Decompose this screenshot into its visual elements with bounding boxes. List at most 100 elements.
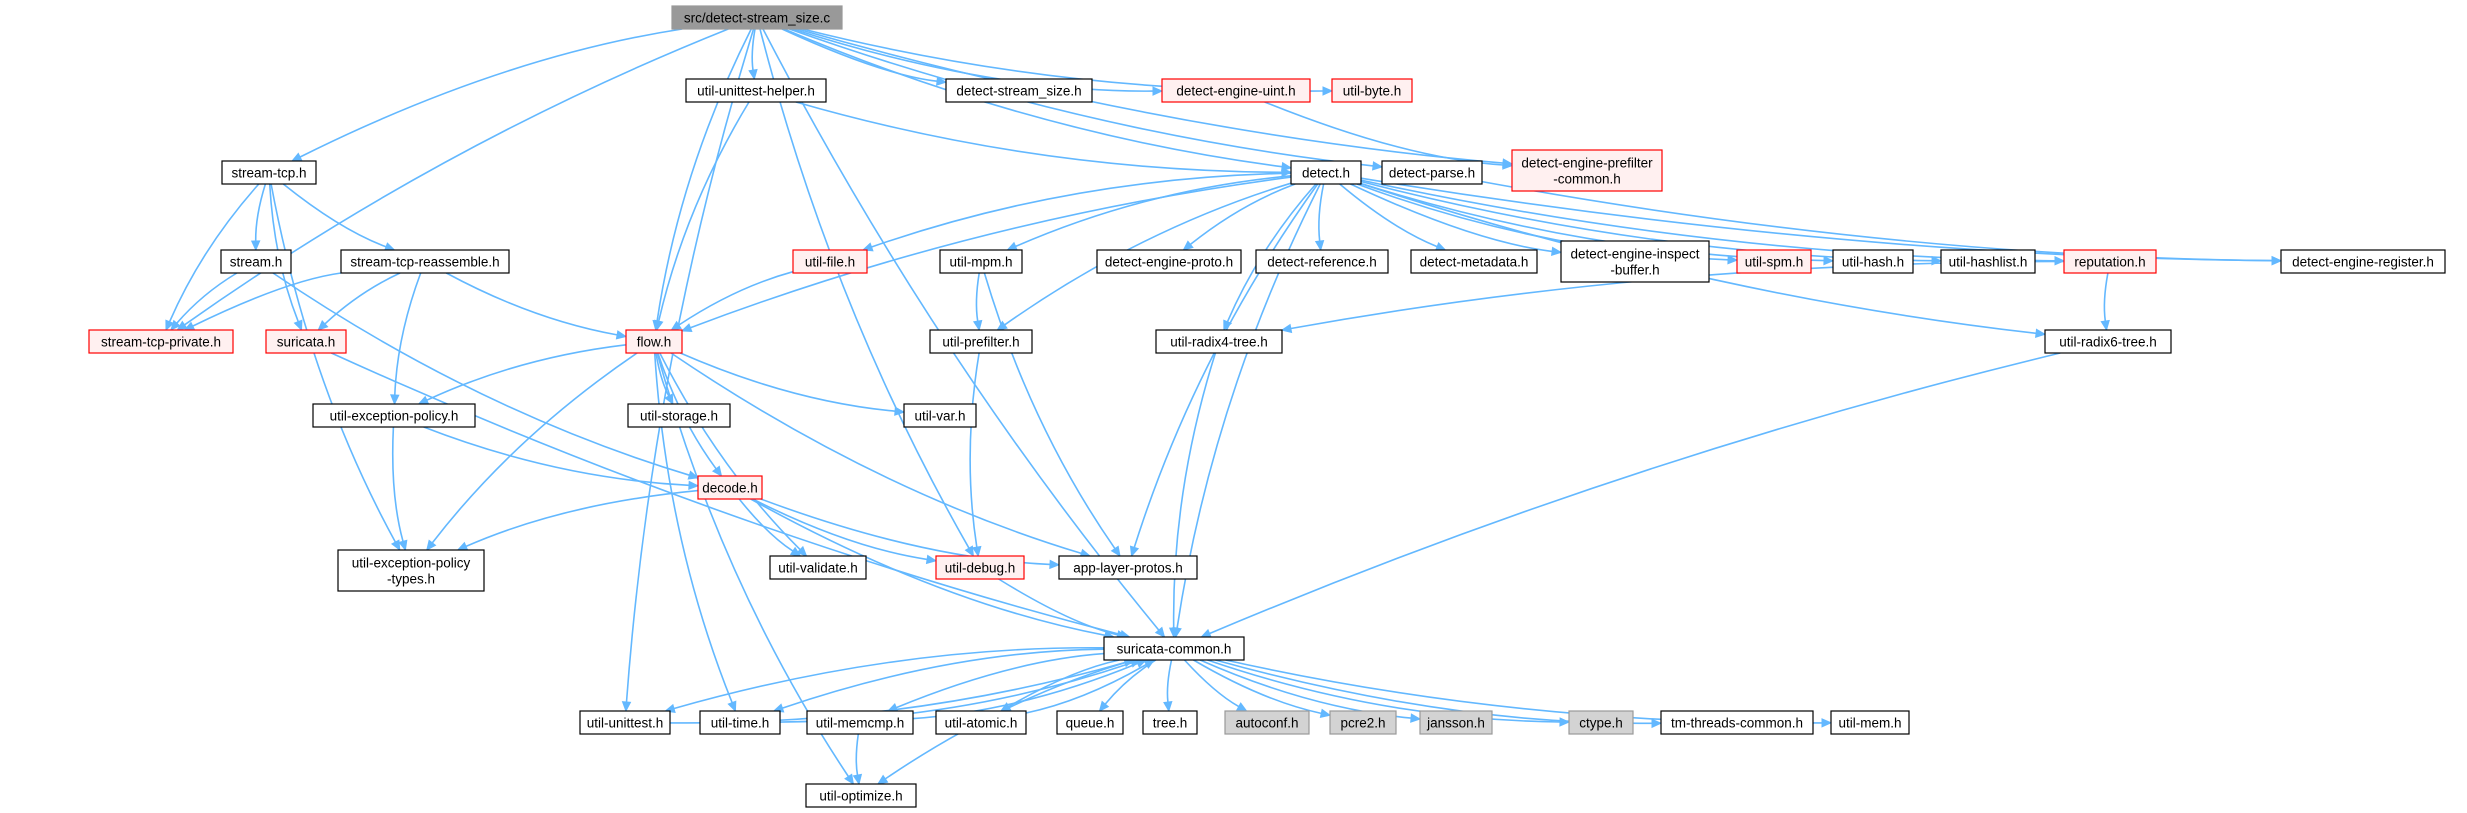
arrowhead-stream_tcp_reassemble-to-flow xyxy=(615,330,628,340)
node-stream-tcp[interactable]: stream-tcp.h xyxy=(221,160,317,185)
node-label: util-mpm.h xyxy=(949,255,1012,270)
edge-stream_tcp_reassemble-to-stream_tcp_private xyxy=(192,272,342,327)
arrowhead-flow-to-decode xyxy=(711,465,723,477)
node-label: util-optimize.h xyxy=(819,789,902,804)
node-label-line: detect-parse.h xyxy=(1389,166,1475,181)
node-label-line: autoconf.h xyxy=(1235,716,1298,731)
node-ctype[interactable]: ctype.h xyxy=(1568,710,1634,735)
node-util-time[interactable]: util-time.h xyxy=(699,710,781,735)
node-label-line: app-layer-protos.h xyxy=(1073,561,1183,576)
node-label: stream.h xyxy=(230,255,283,270)
node-util-storage[interactable]: util-storage.h xyxy=(627,403,731,428)
arrowhead-util_file-to-flow xyxy=(670,320,682,331)
node-stream-tcp-private[interactable]: stream-tcp-private.h xyxy=(88,329,234,354)
edge-suricata_common-to-util_optimize xyxy=(884,659,1135,780)
node-detect[interactable]: detect.h xyxy=(1290,160,1362,185)
arrowhead-detect-to-util_radix6_tree xyxy=(2035,328,2047,339)
node-label: pcre2.h xyxy=(1340,716,1385,731)
node-box xyxy=(935,710,1027,735)
node-stream[interactable]: stream.h xyxy=(220,249,292,274)
node-label-line: util-unittest.h xyxy=(587,716,664,731)
node-detect-stream-size[interactable]: detect-stream_size.h xyxy=(945,78,1093,103)
node-detect-engine-prefilter-common[interactable]: detect-engine-prefilter-common.h xyxy=(1511,149,1663,192)
node-box xyxy=(685,78,827,103)
node-label: util-hashlist.h xyxy=(1949,255,2028,270)
edge-flow-to-util_storage xyxy=(655,352,670,397)
node-util-mpm[interactable]: util-mpm.h xyxy=(939,249,1023,274)
node-util-mem[interactable]: util-mem.h xyxy=(1830,710,1910,735)
arrowhead-detect_engine_uint-to-detect_engine_prefilter_common xyxy=(1502,160,1514,170)
node-label-line: util-file.h xyxy=(805,255,855,270)
node-util-exception-policy-types[interactable]: util-exception-policy-types.h xyxy=(337,549,485,592)
arrowhead-suricata_common-to-tree xyxy=(1163,701,1173,713)
node-util-var[interactable]: util-var.h xyxy=(903,403,977,428)
node-jansson[interactable]: jansson.h xyxy=(1419,710,1493,735)
node-detect-parse[interactable]: detect-parse.h xyxy=(1381,160,1483,185)
node-box xyxy=(2063,249,2157,274)
node-suricata-common[interactable]: suricata-common.h xyxy=(1103,636,1245,661)
node-label-line: util-exception-policy.h xyxy=(330,409,459,424)
node-util-hashlist[interactable]: util-hashlist.h xyxy=(1940,249,2036,274)
arrowhead-decode-to-util_validate xyxy=(789,546,802,557)
node-label-line: reputation.h xyxy=(2074,255,2145,270)
arrowhead-detect-to-detect_engine_proto xyxy=(1182,240,1194,251)
node-stream-tcp-reassemble[interactable]: stream-tcp-reassemble.h xyxy=(340,249,510,274)
node-pcre2[interactable]: pcre2.h xyxy=(1329,710,1397,735)
node-box xyxy=(220,249,292,274)
edge-root-to-util_debug xyxy=(759,28,970,549)
node-reputation[interactable]: reputation.h xyxy=(2063,249,2157,274)
node-label-line: jansson.h xyxy=(1426,716,1485,731)
node-box xyxy=(1255,249,1389,274)
node-detect-engine-register[interactable]: detect-engine-register.h xyxy=(2280,249,2446,274)
node-label-line: detect-engine-uint.h xyxy=(1176,84,1295,99)
node-label: util-file.h xyxy=(805,255,855,270)
arrowhead-detect-to-detect_metadata xyxy=(1434,241,1447,251)
arrowhead-flow-to-util_exception_policy xyxy=(417,395,430,405)
node-util-byte[interactable]: util-byte.h xyxy=(1331,78,1413,103)
node-app-layer-protos[interactable]: app-layer-protos.h xyxy=(1058,555,1198,580)
node-util-exception-policy[interactable]: util-exception-policy.h xyxy=(312,403,476,428)
node-detect-engine-proto[interactable]: detect-engine-proto.h xyxy=(1096,249,1242,274)
node-util-prefilter[interactable]: util-prefilter.h xyxy=(929,329,1033,354)
arrowhead-stream-to-stream_tcp_private xyxy=(170,319,181,331)
node-label-line: pcre2.h xyxy=(1340,716,1385,731)
node-util-atomic[interactable]: util-atomic.h xyxy=(935,710,1027,735)
node-util-memcmp[interactable]: util-memcmp.h xyxy=(806,710,914,735)
arrowhead-suricata_common-to-ctype xyxy=(1559,717,1571,727)
arrowhead-stream_tcp_reassemble-to-util_exception_policy xyxy=(390,394,400,406)
node-flow[interactable]: flow.h xyxy=(625,329,683,354)
node-box xyxy=(1329,710,1397,735)
node-detect-engine-inspect-buffer[interactable]: detect-engine-inspect-buffer.h xyxy=(1560,240,1710,283)
node-util-debug[interactable]: util-debug.h xyxy=(935,555,1025,580)
node-queue[interactable]: queue.h xyxy=(1056,710,1124,735)
arrowhead-stream-to-decode xyxy=(687,470,700,480)
node-util-radix6-tree[interactable]: util-radix6-tree.h xyxy=(2044,329,2172,354)
arrowhead-suricata_common-to-pcre2 xyxy=(1319,708,1332,718)
edge-stream_tcp_reassemble-to-util_exception_policy xyxy=(394,272,422,396)
node-label-line: detect.h xyxy=(1302,166,1350,181)
node-label: stream-tcp-private.h xyxy=(101,335,221,350)
node-label: util-memcmp.h xyxy=(816,716,905,731)
node-decode[interactable]: decode.h xyxy=(697,475,763,500)
arrowhead-root-to-util_debug xyxy=(964,545,975,558)
node-label-line: util-hash.h xyxy=(1842,255,1904,270)
node-box xyxy=(340,249,510,274)
node-box xyxy=(935,555,1025,580)
node-suricata[interactable]: suricata.h xyxy=(265,329,347,354)
node-util-file[interactable]: util-file.h xyxy=(792,249,868,274)
node-util-unittest[interactable]: util-unittest.h xyxy=(579,710,671,735)
node-detect-engine-uint[interactable]: detect-engine-uint.h xyxy=(1161,78,1311,103)
node-tree[interactable]: tree.h xyxy=(1142,710,1198,735)
arrowhead-stream_tcp-to-util_exception_policy_types xyxy=(390,539,401,552)
node-util-hash[interactable]: util-hash.h xyxy=(1832,249,1914,274)
node-label-line: util-storage.h xyxy=(640,409,718,424)
node-detect-metadata[interactable]: detect-metadata.h xyxy=(1410,249,1538,274)
node-detect-reference[interactable]: detect-reference.h xyxy=(1255,249,1389,274)
node-tm-threads-common[interactable]: tm-threads-common.h xyxy=(1660,710,1814,735)
node-util-validate[interactable]: util-validate.h xyxy=(769,555,867,580)
node-autoconf[interactable]: autoconf.h xyxy=(1224,710,1310,735)
node-util-unittest-helper[interactable]: util-unittest-helper.h xyxy=(685,78,827,103)
node-util-optimize[interactable]: util-optimize.h xyxy=(805,783,917,808)
node-util-radix4-tree[interactable]: util-radix4-tree.h xyxy=(1155,329,1283,354)
node-util-spm[interactable]: util-spm.h xyxy=(1736,249,1812,274)
